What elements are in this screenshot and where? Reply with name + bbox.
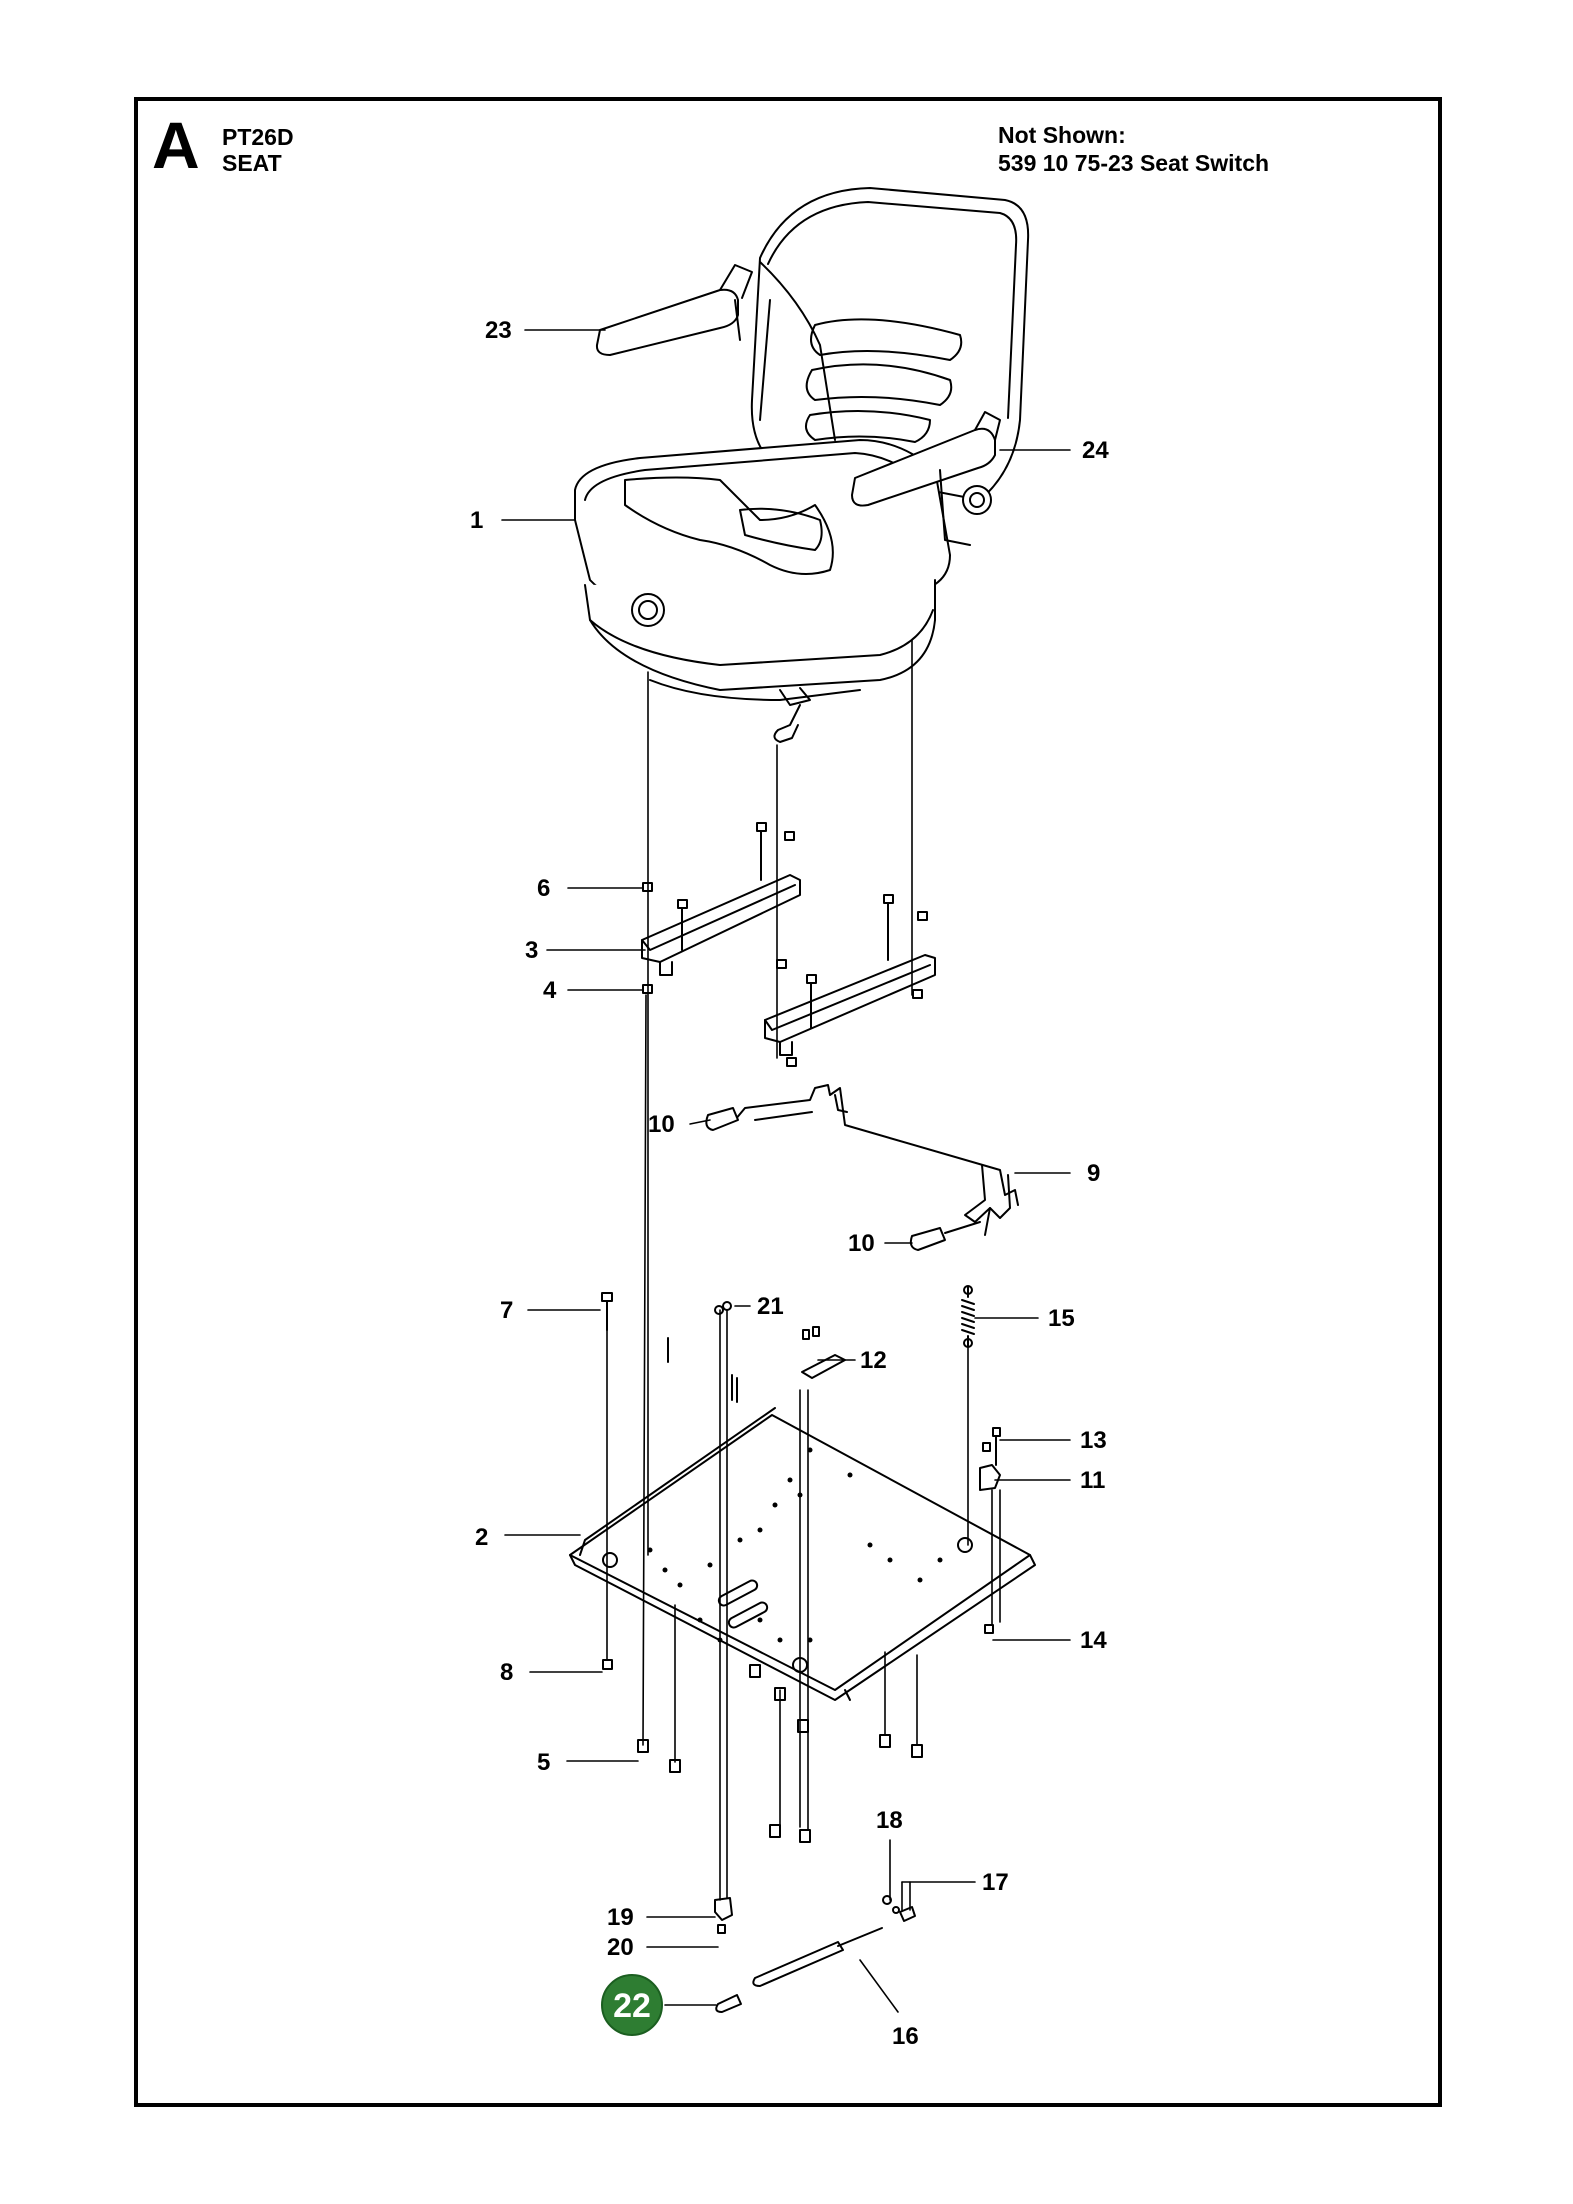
callout-2: 2 <box>475 1524 488 1551</box>
callout-16: 16 <box>892 2023 919 2050</box>
bolts-under-plate <box>637 1624 994 1843</box>
callout-22: 22 <box>613 1987 651 2025</box>
strut-end-fitting <box>715 1994 742 2013</box>
base-plate-holes <box>647 1447 943 1643</box>
callout-20: 20 <box>607 1934 634 1961</box>
screw-7 <box>601 1292 613 1331</box>
not-shown-title: Not Shown: <box>998 122 1126 148</box>
callout-14: 14 <box>1080 1627 1107 1654</box>
callout-5: 5 <box>537 1749 550 1776</box>
callout-17: 17 <box>982 1869 1009 1896</box>
gas-strut <box>752 1927 883 1987</box>
callout-labels: 1 2 3 4 5 6 7 8 9 10 10 11 12 13 14 15 1… <box>470 317 1109 2050</box>
callout-3: 3 <box>525 937 538 964</box>
ball-stud <box>882 1895 916 1922</box>
alignment-lines <box>606 639 1001 1901</box>
adjust-linkage <box>734 1084 1019 1236</box>
callout-11: 11 <box>1080 1467 1105 1494</box>
callout-18: 18 <box>876 1807 903 1834</box>
not-shown-item: 539 10 75-23 Seat Switch <box>998 150 1270 176</box>
callout-15: 15 <box>1048 1305 1075 1332</box>
highlighted-callout-22: 22 <box>601 1974 663 2036</box>
handle-knob-upper <box>705 1107 739 1131</box>
callout-1: 1 <box>470 507 483 534</box>
callout-8: 8 <box>500 1659 513 1686</box>
callout-23: 23 <box>485 317 512 344</box>
callout-24: 24 <box>1082 437 1109 464</box>
section-letter: A <box>152 108 200 182</box>
seat-assembly <box>574 187 1030 743</box>
assembly-name: SEAT <box>222 150 282 176</box>
armrest-right <box>851 411 1001 546</box>
model-name: PT26D <box>222 124 294 150</box>
armrest-left <box>595 264 753 356</box>
handle-knob-lower <box>909 1221 981 1251</box>
callout-12: 12 <box>860 1347 887 1374</box>
callout-4: 4 <box>543 977 557 1004</box>
callout-6: 6 <box>537 875 550 902</box>
bracket-11 <box>979 1427 1001 1491</box>
bracket-12 <box>801 1326 846 1379</box>
slide-rail-right <box>764 954 936 1056</box>
bracket-19-20 <box>714 1897 733 1934</box>
diagram-frame <box>134 97 1442 2107</box>
small-pins <box>667 1337 738 1403</box>
callout-9: 9 <box>1087 1160 1100 1187</box>
nut-8 <box>602 1659 613 1670</box>
callout-7: 7 <box>500 1297 513 1324</box>
leader-lines <box>501 329 1071 2013</box>
callout-10-lower: 10 <box>848 1230 875 1257</box>
callout-13: 13 <box>1080 1427 1107 1454</box>
base-plate <box>569 1407 1036 1701</box>
bolt-21 <box>714 1301 732 1315</box>
callout-10-upper: 10 <box>648 1111 675 1138</box>
callout-19: 19 <box>607 1904 634 1931</box>
spring <box>961 1285 975 1348</box>
callout-21: 21 <box>757 1293 784 1320</box>
